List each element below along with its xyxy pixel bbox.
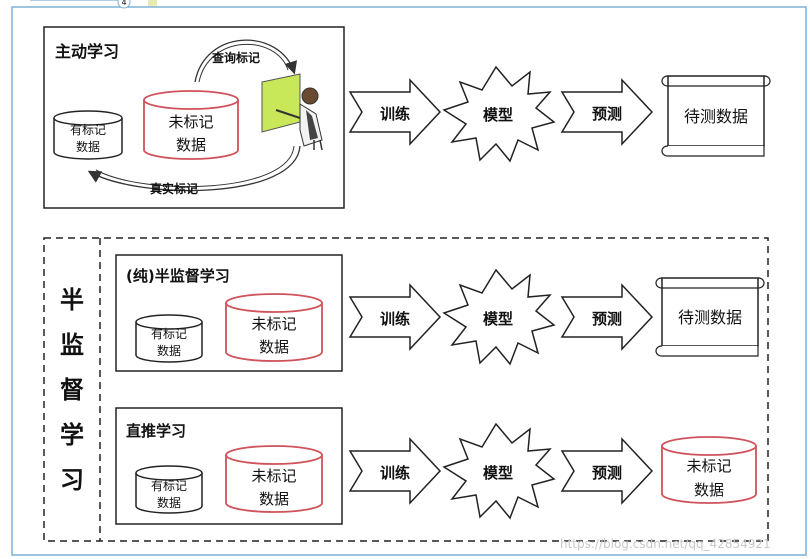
active-unlabeled-text-1: 未标记 — [168, 113, 213, 131]
semi-vertical-title-char: 学 — [60, 421, 84, 449]
transductive-train-arrow — [348, 437, 442, 505]
outer-frame — [11, 6, 807, 556]
active-test-data-scroll — [661, 75, 771, 157]
query-arrow-inner — [198, 43, 289, 83]
pure-unlabeled-cylinder — [225, 293, 323, 362]
active-learning-title: 主动学习 — [55, 42, 119, 61]
pure-labeled-text-2: 数据 — [157, 343, 181, 358]
transductive-target-text-1: 未标记 — [686, 457, 731, 475]
transductive-predict-arrow — [560, 437, 654, 505]
active-labeled-text-1: 有标记 — [70, 123, 106, 137]
pure-train-label: 训练 — [380, 310, 410, 328]
page-indicator: 4 — [121, 0, 126, 7]
transductive-predict-label: 预测 — [592, 464, 622, 482]
pure-unlabeled-text-1: 未标记 — [251, 315, 296, 333]
real-label: 真实标记 — [150, 181, 198, 196]
active-predict-arrow — [560, 78, 654, 146]
active-model-label: 模型 — [483, 106, 513, 124]
tab-marker — [148, 0, 157, 6]
transductive-labeled-cylinder — [135, 465, 203, 514]
active-predict-label: 预测 — [592, 105, 622, 123]
pure-test-data-scroll — [655, 277, 765, 357]
transductive-train-label: 训练 — [380, 464, 410, 482]
semi-supervised-vertical-title: 半监督学习 — [60, 286, 84, 494]
pure-unlabeled-text-2: 数据 — [259, 338, 289, 356]
transductive-target-cylinder — [661, 436, 757, 504]
query-label: 查询标记 — [211, 50, 260, 65]
transductive-labeled-text-2: 数据 — [157, 495, 181, 510]
transductive-target-text-2: 数据 — [694, 481, 724, 499]
transductive-unlabeled-text-1: 未标记 — [251, 467, 296, 485]
page-indicator-badge — [117, 0, 131, 9]
pure-train-arrow — [348, 283, 442, 351]
transductive-labeled-text-1: 有标记 — [151, 479, 187, 493]
pure-semi-title: (纯)半监督学习 — [126, 267, 230, 285]
active-unlabeled-cylinder — [143, 90, 239, 160]
pure-model-label: 模型 — [483, 310, 513, 328]
pure-model-starburst — [442, 268, 556, 366]
semi-vertical-title-char: 习 — [60, 466, 84, 494]
active-unlabeled-text-2: 数据 — [176, 136, 206, 154]
real-label-arrow-inner — [95, 145, 295, 188]
semi-supervised-dashed-frame — [43, 237, 769, 542]
active-train-label: 训练 — [380, 105, 410, 123]
watermark: https://blog.csdn.net/qq_42854921 — [560, 537, 771, 551]
pure-predict-label: 预测 — [592, 310, 622, 328]
page-tab — [30, 0, 127, 4]
transductive-unlabeled-cylinder — [225, 445, 323, 513]
pure-test-data-label: 待测数据 — [678, 308, 742, 327]
transductive-unlabeled-text-2: 数据 — [259, 490, 289, 508]
transductive-model-label: 模型 — [483, 464, 513, 482]
expert-person-icon — [261, 73, 323, 151]
active-test-data-label: 待测数据 — [684, 107, 748, 126]
active-train-arrow — [348, 78, 442, 146]
query-arrow — [194, 39, 298, 83]
real-label-arrow — [87, 145, 301, 192]
pure-labeled-text-1: 有标记 — [151, 327, 187, 341]
semi-vertical-title-char: 半 — [60, 286, 84, 314]
active-labeled-cylinder — [53, 110, 123, 160]
pure-predict-arrow — [560, 283, 654, 351]
active-labeled-text-2: 数据 — [76, 139, 100, 154]
transductive-title: 直推学习 — [126, 422, 186, 440]
semi-vertical-title-char: 监 — [60, 331, 84, 359]
transductive-model-starburst — [442, 422, 556, 520]
active-model-starburst — [442, 65, 556, 163]
semi-vertical-title-char: 督 — [60, 376, 84, 404]
pure-labeled-cylinder — [135, 314, 203, 363]
